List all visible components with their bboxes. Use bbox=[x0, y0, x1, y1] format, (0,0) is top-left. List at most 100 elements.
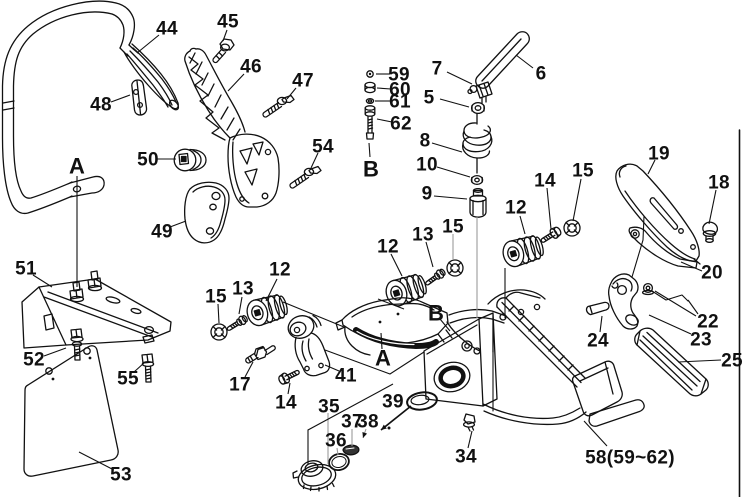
part-label-53: 53 bbox=[110, 465, 132, 486]
part-label-17: 17 bbox=[229, 375, 251, 396]
part-14-bolt-left bbox=[276, 366, 302, 387]
leader-22 bbox=[654, 290, 697, 317]
part-label-39: 39 bbox=[382, 392, 404, 413]
leader-6 bbox=[515, 54, 534, 69]
part-label-52: 52 bbox=[23, 350, 45, 371]
leader-34 bbox=[467, 430, 473, 449]
part-label-20: 20 bbox=[701, 263, 723, 284]
leader-39 bbox=[380, 405, 412, 431]
part-48-clamp-bar bbox=[131, 79, 148, 116]
part-label-6: 6 bbox=[536, 64, 547, 85]
leader-41 bbox=[324, 364, 340, 372]
part-36-o-ring bbox=[328, 452, 350, 472]
part-17-double-end-stud bbox=[245, 345, 276, 364]
part-label-50: 50 bbox=[137, 150, 159, 171]
part-label-5: 5 bbox=[424, 88, 435, 109]
leader-9 bbox=[433, 195, 468, 200]
part-label-12: 12 bbox=[269, 260, 291, 281]
part-label-54: 54 bbox=[312, 137, 334, 158]
leader-36 bbox=[336, 447, 339, 456]
part-45-guard-screw bbox=[212, 38, 235, 64]
part-label-15: 15 bbox=[572, 161, 594, 182]
part-label-25: 25 bbox=[721, 351, 743, 372]
part-label-19: 19 bbox=[648, 144, 670, 165]
part-label-59: 59 bbox=[388, 65, 410, 86]
leader-12-center bbox=[390, 253, 403, 277]
leader-B-mid bbox=[439, 318, 451, 332]
leader-arrowhead-38 bbox=[362, 432, 368, 438]
part-label-14: 14 bbox=[534, 171, 556, 192]
part-7-rod-trunnion bbox=[467, 81, 493, 104]
part-44-handlebar-tube bbox=[1, 0, 180, 215]
leader-60 bbox=[376, 87, 392, 90]
leader-14-left bbox=[287, 382, 291, 395]
part-label-35: 35 bbox=[318, 397, 340, 418]
part-58-rear-handle-assembly bbox=[335, 289, 645, 427]
leader-47 bbox=[286, 87, 297, 100]
part-label-18: 18 bbox=[708, 173, 730, 194]
view-marker-B: B bbox=[428, 301, 444, 326]
leader-58 bbox=[583, 420, 608, 447]
view-marker-B: B bbox=[363, 157, 379, 182]
leader-48 bbox=[110, 94, 131, 103]
part-15-cap-left bbox=[210, 323, 228, 341]
part-label-9: 9 bbox=[422, 184, 433, 205]
leader-ref-cap-box bbox=[307, 383, 394, 465]
leader-53 bbox=[78, 451, 113, 470]
part-label-44: 44 bbox=[156, 19, 178, 40]
part-label-49: 49 bbox=[151, 222, 173, 243]
part-label-60: 60 bbox=[389, 80, 411, 101]
leader-19 bbox=[647, 159, 656, 175]
part-label-45: 45 bbox=[217, 12, 239, 33]
part-label-7: 7 bbox=[432, 59, 443, 80]
part-label-24: 24 bbox=[587, 331, 609, 352]
part-23-bell-crank bbox=[607, 273, 639, 330]
leader-22 bbox=[687, 299, 699, 315]
part-label-48: 48 bbox=[90, 95, 112, 116]
part-label-13: 13 bbox=[412, 225, 434, 246]
leader-7 bbox=[446, 71, 473, 85]
parts-59-60-61-62-fastener-set bbox=[364, 70, 376, 140]
part-label-37: 37 bbox=[341, 412, 363, 433]
part-49-guard-plate bbox=[184, 181, 230, 244]
leader-ref-12-center bbox=[377, 298, 405, 310]
leader-5 bbox=[439, 98, 470, 108]
leader-46 bbox=[227, 73, 245, 92]
part-5-flange-nut bbox=[470, 101, 486, 115]
part-34-tank-screw bbox=[462, 413, 476, 432]
part-label-34: 34 bbox=[455, 447, 477, 468]
part-label-47: 47 bbox=[292, 71, 314, 92]
part-label-14: 14 bbox=[275, 393, 297, 414]
leader-17 bbox=[244, 361, 254, 378]
part-label-61: 61 bbox=[389, 92, 411, 113]
leader-54 bbox=[310, 152, 319, 169]
part-20-latch-lever bbox=[628, 226, 701, 269]
leader-44 bbox=[136, 34, 160, 54]
part-label-41: 41 bbox=[335, 366, 357, 387]
part-13-screw-center bbox=[422, 266, 448, 289]
leader-15-left bbox=[217, 303, 220, 324]
part-10-small-nut bbox=[470, 174, 484, 186]
part-15-cap-center bbox=[446, 259, 464, 277]
part-label-55: 55 bbox=[117, 369, 139, 390]
part-label-10: 10 bbox=[416, 155, 438, 176]
part-39-cap-retainer bbox=[387, 391, 438, 430]
leader-ref-12-left bbox=[282, 301, 345, 328]
part-label-8: 8 bbox=[420, 131, 431, 152]
part-37-cap-valve bbox=[342, 444, 360, 456]
view-marker-A: A bbox=[375, 346, 391, 371]
part-label-23: 23 bbox=[690, 330, 712, 351]
part-12-mount-right bbox=[499, 232, 547, 270]
part-50-grommet bbox=[173, 148, 207, 172]
part-19-handle-top-cover bbox=[615, 163, 700, 262]
leader-15-right bbox=[572, 178, 582, 222]
leader-arrowhead-39 bbox=[381, 424, 387, 430]
part-label-38: 38 bbox=[357, 412, 379, 433]
leader-lines bbox=[32, 29, 722, 470]
part-18-cap-button bbox=[702, 221, 719, 243]
part-25-cushion-channel bbox=[634, 327, 709, 397]
leader-23 bbox=[648, 314, 692, 335]
